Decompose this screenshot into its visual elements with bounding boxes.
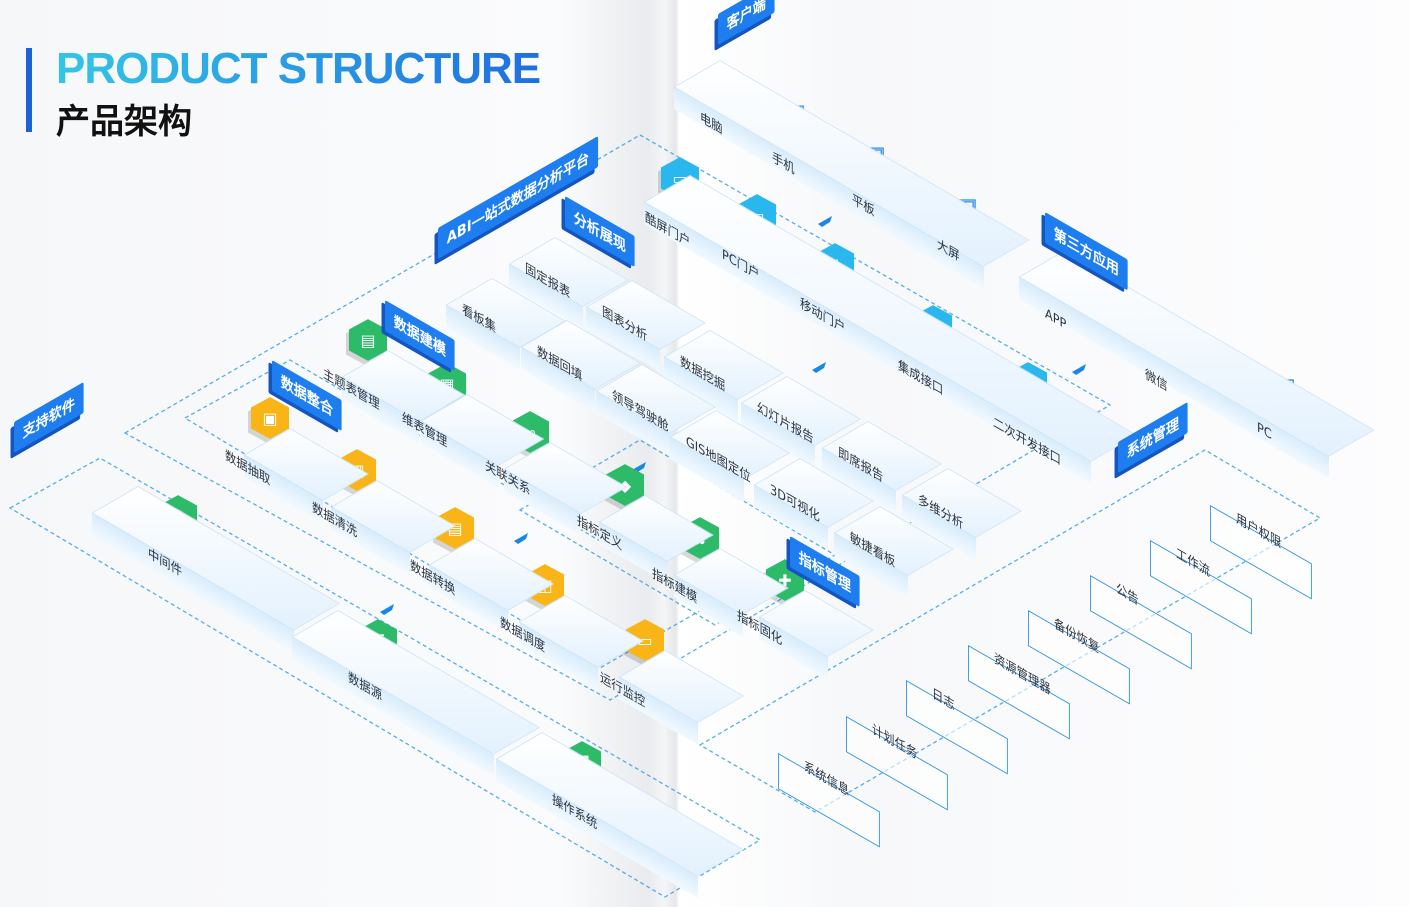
abi-platform-outline (123, 134, 1112, 701)
data-integration-outline (183, 359, 712, 669)
svg-text:▤: ▤ (360, 331, 375, 350)
arrow-icon (380, 604, 394, 615)
svg-text:▭: ▭ (637, 631, 652, 650)
arrow-icon (812, 362, 826, 373)
doc-icon: ▤ (345, 319, 388, 365)
arrow-icon (1072, 364, 1086, 375)
save-icon: ▣ (247, 397, 290, 443)
title-chinese: 产品架构 (56, 102, 192, 142)
arrow-icon (514, 533, 528, 544)
arrow-icon (818, 216, 832, 227)
svg-text:▣: ▣ (262, 409, 277, 428)
system-management-outline (698, 449, 1322, 813)
title-accent-bar (26, 48, 32, 132)
title-english: PRODUCT STRUCTURE (56, 44, 541, 93)
